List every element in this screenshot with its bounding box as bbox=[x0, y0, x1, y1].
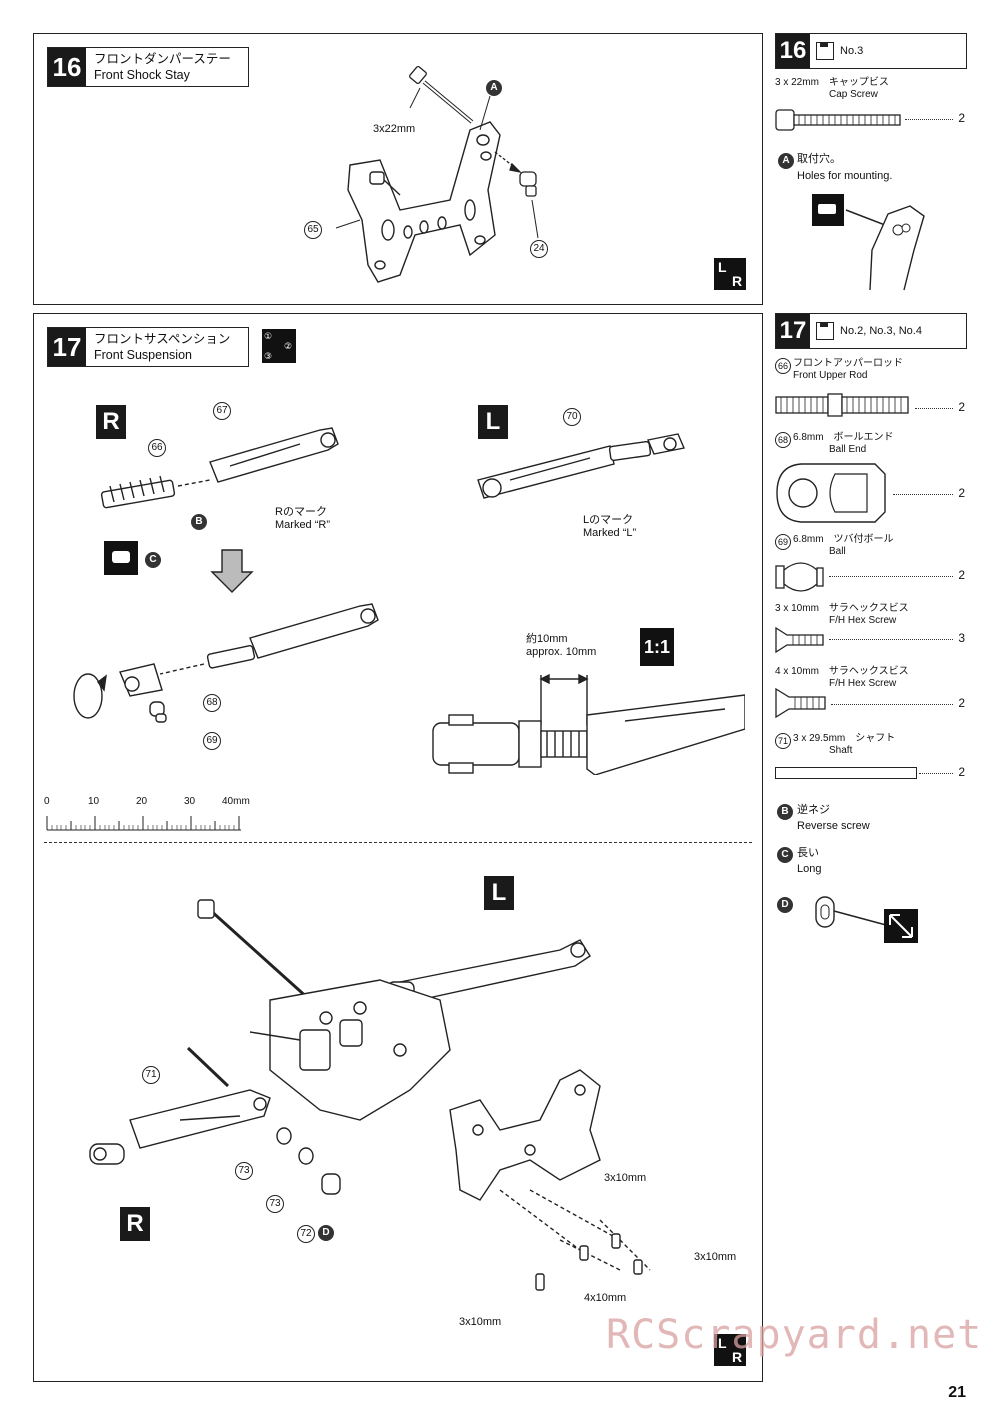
part-73b-callout: 73 bbox=[266, 1195, 284, 1213]
note-b-en: Reverse screw bbox=[797, 820, 870, 832]
note-b-marker-side: B bbox=[777, 804, 793, 820]
part-70-callout: 70 bbox=[563, 408, 581, 426]
page-number: 21 bbox=[948, 1384, 966, 1401]
step16-title-jp: フロントダンパーステー bbox=[94, 52, 231, 66]
parts-bag-16-header: 16 No.3 bbox=[775, 33, 967, 69]
part-3x10-fh-screw: 3 x 10mm サラヘックスビス F/H Hex Screw 3 bbox=[775, 603, 965, 659]
part-69-callout: 69 bbox=[203, 732, 221, 750]
part-front-upper-rod: 66 フロントアッパーロッド Front Upper Rod 2 bbox=[775, 358, 965, 422]
part-72-callout: 72 bbox=[297, 1225, 315, 1243]
ruler-label-0: 0 bbox=[44, 796, 50, 807]
note-b-jp: 逆ネジ bbox=[797, 804, 830, 816]
note-c-marker: C bbox=[145, 552, 161, 568]
parts-bag-icon bbox=[816, 322, 834, 340]
parts-bag-icon bbox=[816, 42, 834, 60]
ruler-label-10: 10 bbox=[88, 796, 100, 807]
screw-4x10-label: 4x10mm bbox=[584, 1292, 627, 1304]
ruler-label-40mm: 40mm bbox=[222, 796, 250, 807]
step16-header: 16 フロントダンパーステー Front Shock Stay bbox=[47, 47, 249, 87]
right-rod-assembly-diagram bbox=[73, 427, 379, 723]
site-watermark: RCScrapyard.net bbox=[606, 1312, 983, 1358]
part-68-callout: 68 bbox=[203, 694, 221, 712]
part-24-callout: 24 bbox=[530, 240, 548, 258]
screw-3x22-label: 3x22mm bbox=[373, 123, 416, 135]
part-73a-callout: 73 bbox=[235, 1162, 253, 1180]
assembly-order-icon: ① ② ③ bbox=[262, 329, 296, 363]
step17-title-jp: フロントサスペンション bbox=[94, 332, 231, 346]
parts-bag-17-header: 17 No.2, No.3, No.4 bbox=[775, 313, 967, 349]
pointing-hand-icon bbox=[104, 541, 138, 575]
part-65-callout: 65 bbox=[304, 221, 322, 239]
note-a-marker-side: A bbox=[778, 153, 794, 169]
ball-stud-drawing bbox=[494, 151, 537, 197]
ruler-label-30: 30 bbox=[184, 796, 196, 807]
step16-number: 16 bbox=[48, 48, 86, 86]
note-d-diagram bbox=[815, 896, 918, 943]
part-66-callout: 66 bbox=[148, 439, 166, 457]
note-c-en: Long bbox=[797, 863, 822, 875]
step17-number: 17 bbox=[48, 328, 86, 366]
left-side-tag: L bbox=[478, 405, 508, 439]
left-rod-diagram bbox=[477, 433, 685, 499]
screw-3x10-label-c: 3x10mm bbox=[459, 1316, 502, 1328]
step16-title-en: Front Shock Stay bbox=[94, 68, 190, 82]
note-d-marker: D bbox=[318, 1225, 334, 1241]
note-a-marker: A bbox=[486, 80, 502, 96]
part-4x10-fh-screw: 4 x 10mm サラヘックスビス F/H Hex Screw 2 bbox=[775, 666, 965, 722]
cap-screw-part: 3 x 22mm キャップビス Cap Screw 2 bbox=[775, 77, 965, 137]
part-ball: 69 6.8mm ツバ付ボール Ball 2 bbox=[775, 534, 965, 594]
section-divider bbox=[44, 842, 752, 843]
screw-3x10-label-a: 3x10mm bbox=[604, 1172, 647, 1184]
ruler-label-20: 20 bbox=[136, 796, 148, 807]
screw-3x10-label-b: 3x10mm bbox=[694, 1251, 737, 1263]
note-a-jp: 取付穴。 bbox=[797, 153, 841, 165]
note-b-marker: B bbox=[191, 514, 207, 530]
cap-screw-drawing bbox=[409, 65, 474, 124]
step17-panel bbox=[33, 313, 763, 1382]
shock-stay-drawing bbox=[347, 121, 501, 283]
scale-detail-diagram bbox=[432, 673, 745, 775]
assembly-left-tag: L bbox=[484, 876, 514, 910]
part-67-callout: 67 bbox=[213, 402, 231, 420]
note-a-en: Holes for mounting. bbox=[797, 170, 893, 182]
step17-title-en: Front Suspension bbox=[94, 348, 192, 362]
assembly-right-tag: R bbox=[120, 1207, 150, 1241]
mm-ruler bbox=[46, 816, 241, 831]
part-ball-end: 68 6.8mm ボールエンド Ball End 2 bbox=[775, 432, 965, 524]
note-c-marker-side: C bbox=[777, 847, 793, 863]
step16-diagram bbox=[335, 65, 539, 283]
right-side-tag: R bbox=[96, 405, 126, 439]
mounting-holes-diagram bbox=[812, 194, 925, 291]
note-c-jp: 長い bbox=[797, 847, 819, 859]
note-d-marker-side: D bbox=[777, 897, 793, 913]
scale-1to1-tag: 1:1 bbox=[640, 628, 674, 666]
front-suspension-assembly-diagram bbox=[89, 899, 651, 1291]
part-shaft: 71 3 x 29.5mm シャフト Shaft 2 bbox=[775, 733, 965, 785]
part-71-callout: 71 bbox=[142, 1066, 160, 1084]
step17-header: 17 フロントサスペンション Front Suspension bbox=[47, 327, 249, 367]
